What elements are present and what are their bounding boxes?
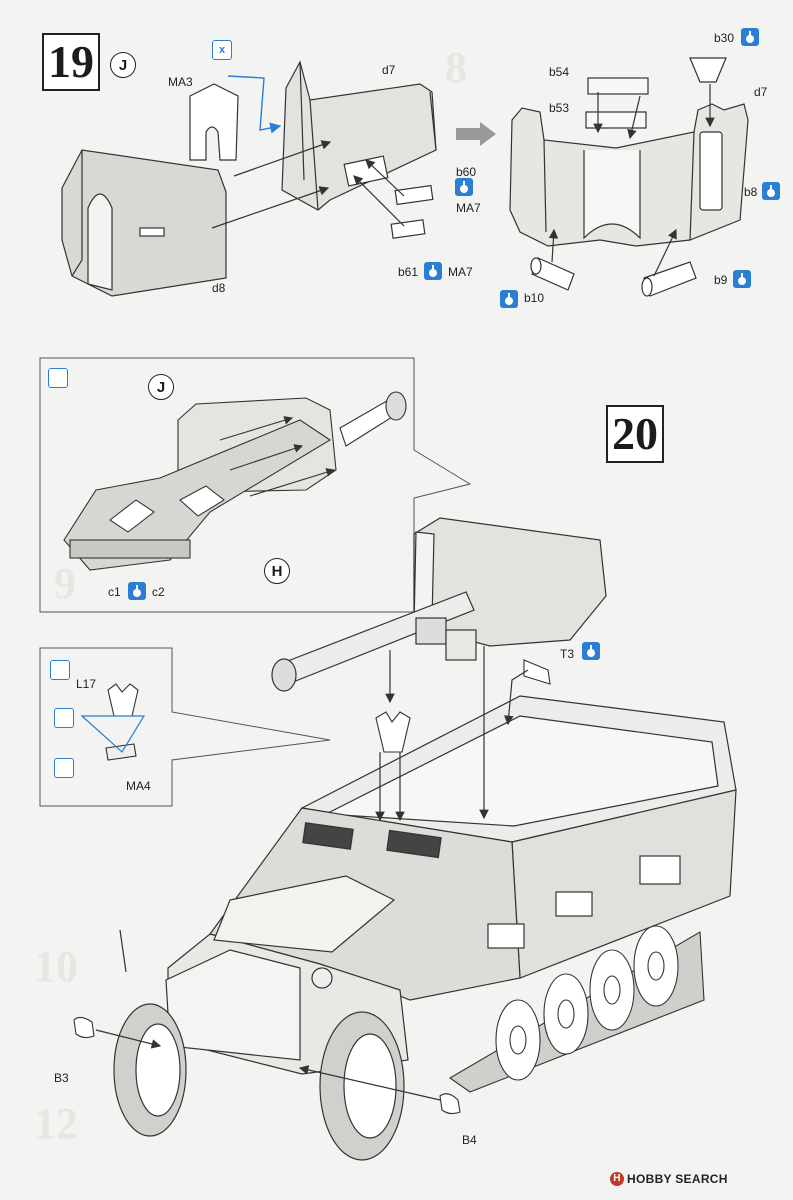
part-l17-mount bbox=[375, 711, 411, 753]
cement-icon bbox=[733, 270, 751, 288]
part-b8 bbox=[699, 131, 723, 211]
ghost-step-number: 12 bbox=[34, 1099, 78, 1148]
part-label: B3 bbox=[54, 1071, 69, 1085]
inset-l17-part bbox=[105, 683, 139, 761]
part-label: b61 bbox=[398, 265, 419, 279]
halftrack-tracks bbox=[448, 925, 705, 1093]
cement-icon bbox=[128, 582, 146, 600]
ghost-step-number: 10 bbox=[34, 942, 78, 991]
paint-brush-icon bbox=[48, 368, 68, 388]
step-number-19: 19 bbox=[42, 33, 100, 91]
cement-icon bbox=[455, 178, 473, 196]
ghost-step-number: 8 bbox=[445, 43, 467, 92]
halftrack-hull bbox=[119, 695, 737, 1075]
part-label: b60 bbox=[456, 165, 477, 179]
part-label: d7 bbox=[382, 63, 396, 77]
reversible-part-icon: x bbox=[212, 40, 232, 60]
part-label: T3 bbox=[560, 647, 575, 661]
cement-icon bbox=[500, 290, 518, 308]
watermark-logo: H HOBBY SEARCH bbox=[610, 1172, 728, 1186]
part-label: b8 bbox=[744, 185, 758, 199]
inset-gun-assembly bbox=[63, 391, 407, 571]
part-b61 bbox=[390, 219, 426, 239]
step-number-20: 20 bbox=[606, 405, 664, 463]
step19-exploded-parts bbox=[61, 60, 437, 297]
cement-icon bbox=[762, 182, 780, 200]
watermark-text: HOBBY SEARCH bbox=[627, 1172, 728, 1186]
part-label: MA3 bbox=[168, 75, 193, 89]
cement-icon bbox=[741, 28, 759, 46]
part-label: d7 bbox=[754, 85, 768, 99]
inset-panel-pe bbox=[39, 647, 331, 807]
sub-assembly-j: J bbox=[110, 52, 136, 78]
cement-icon bbox=[424, 262, 442, 280]
sub-assembly-j: J bbox=[148, 374, 174, 400]
part-label: b30 bbox=[714, 31, 735, 45]
part-t3 bbox=[523, 659, 551, 685]
part-b54 bbox=[587, 77, 649, 95]
step19-assembled-shield bbox=[509, 57, 749, 297]
inset-panel-gun bbox=[39, 357, 472, 613]
liquid-cement-icon bbox=[54, 708, 74, 728]
part-label: MA7 bbox=[456, 201, 481, 215]
part-b60 bbox=[394, 184, 434, 206]
part-label: b10 bbox=[524, 291, 545, 305]
part-label: B4 bbox=[462, 1133, 477, 1147]
part-label: b54 bbox=[549, 65, 570, 79]
part-label: b53 bbox=[549, 101, 570, 115]
part-b4 bbox=[439, 1093, 461, 1115]
part-ma3-bracket bbox=[189, 83, 239, 161]
halftrack-front-wheels bbox=[113, 1003, 405, 1161]
part-b53 bbox=[585, 111, 647, 129]
cement-icon bbox=[582, 642, 600, 660]
part-d7-shield bbox=[281, 60, 437, 211]
logo-badge: H bbox=[610, 1172, 624, 1186]
part-label: c2 bbox=[152, 585, 165, 599]
part-label: c1 bbox=[108, 585, 121, 599]
paint-brush-icon bbox=[50, 660, 70, 680]
progression-arrow bbox=[456, 122, 496, 146]
part-label: MA4 bbox=[126, 779, 151, 793]
part-label: d8 bbox=[212, 281, 226, 295]
pak-gun-mounted bbox=[271, 517, 607, 692]
part-label: L17 bbox=[76, 677, 97, 691]
part-d8-plate bbox=[61, 149, 227, 297]
sub-assembly-h: H bbox=[264, 558, 290, 584]
part-b3 bbox=[73, 1016, 95, 1039]
part-b30 bbox=[689, 57, 727, 83]
ghost-step-number: 9 bbox=[54, 559, 76, 608]
flip-over-icon bbox=[54, 758, 74, 778]
part-label: MA7 bbox=[448, 265, 473, 279]
part-label: b9 bbox=[714, 273, 728, 287]
